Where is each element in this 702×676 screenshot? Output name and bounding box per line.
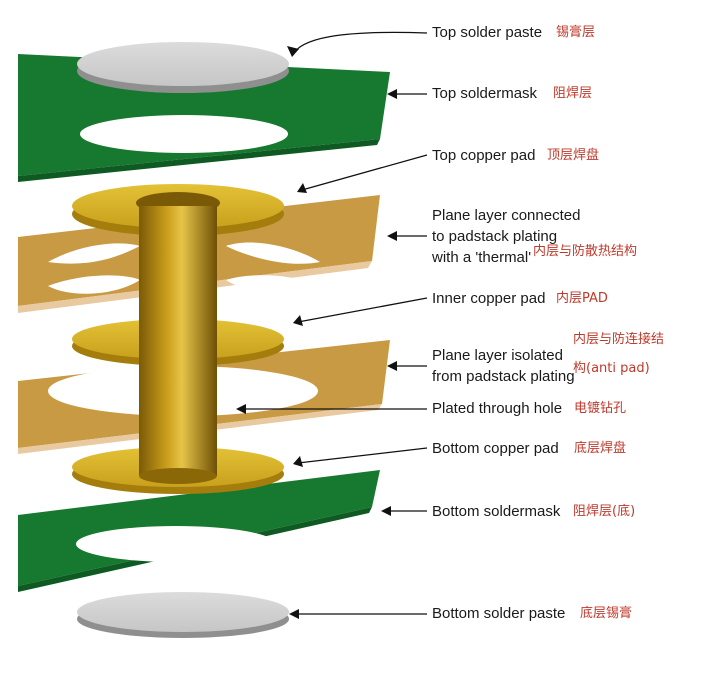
top-solder-paste-disc [77, 42, 289, 93]
label-top-solder-paste: Top solder paste [432, 24, 543, 41]
bottom-soldermask-board [18, 470, 380, 592]
label-plane-connected-line3: with a 'thermal' [432, 249, 532, 266]
label-bottom-copper-pad: Bottom copper pad [432, 440, 559, 457]
label-plane-isolated-cn-line1: 内层与防连接结 [573, 332, 665, 347]
leader-bottom-copper-pad [297, 447, 428, 464]
label-top-soldermask: Top soldermask [432, 85, 538, 102]
label-plane-connected-line2: to padstack plating [432, 228, 558, 245]
bottom-solder-paste-disc [77, 592, 289, 638]
label-top-copper-pad-cn: 顶层焊盘 [547, 148, 600, 163]
label-bottom-soldermask-cn: 阻焊层(底) [573, 504, 636, 519]
label-plane-connected-line1: Plane layer connected [432, 207, 581, 224]
label-plated-through-hole-cn: 电镀钻孔 [574, 401, 627, 416]
label-bottom-copper-pad-cn: 底层焊盘 [574, 441, 627, 456]
leader-top-solder-paste [291, 31, 428, 57]
leader-top-copper-pad [301, 154, 428, 191]
label-inner-copper-pad: Inner copper pad [432, 290, 546, 307]
label-top-soldermask-cn: 阻焊层 [553, 86, 593, 101]
label-top-solder-paste-cn: 锡膏层 [556, 25, 596, 40]
label-plane-isolated-line2: from padstack plating [432, 368, 575, 385]
arrowheads [236, 46, 397, 619]
label-bottom-solder-paste: Bottom solder paste [432, 605, 566, 622]
label-plane-connected-cn: 内层与防散热结构 [533, 244, 638, 259]
label-plane-isolated-line1: Plane layer isolated [432, 347, 563, 364]
label-bottom-soldermask: Bottom soldermask [432, 503, 561, 520]
label-inner-copper-pad-cn: 内层PAD [556, 291, 608, 306]
label-plated-through-hole: Plated through hole [432, 400, 563, 417]
label-plane-isolated-cn-line2: 构(anti pad) [573, 361, 650, 376]
label-bottom-solder-paste-cn: 底层锡膏 [580, 606, 633, 621]
leader-inner-copper-pad [297, 297, 428, 323]
label-top-copper-pad: Top copper pad [432, 147, 536, 164]
plated-through-hole-barrel [139, 206, 217, 484]
